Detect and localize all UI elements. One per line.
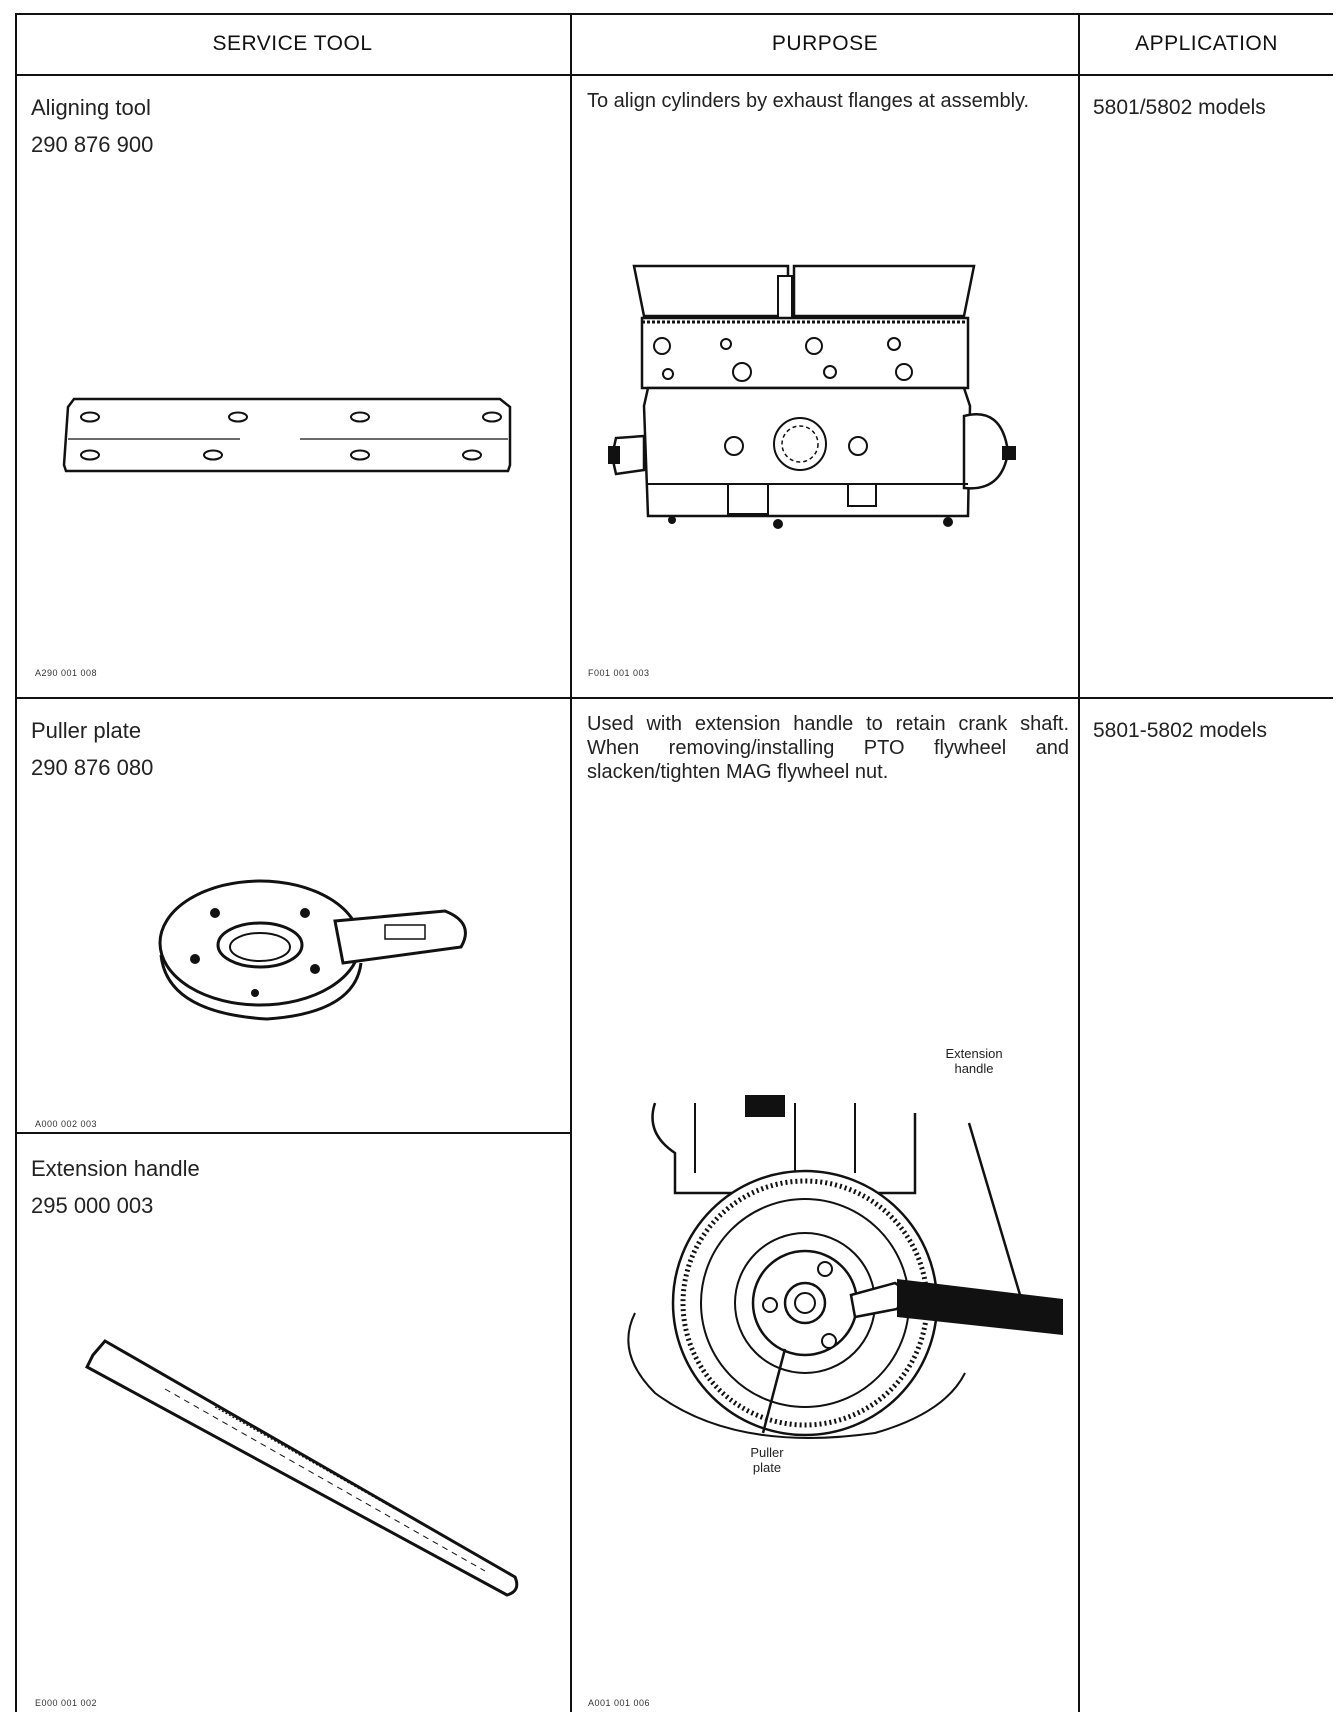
tool-name: Extension handle — [31, 1156, 200, 1181]
purpose-text: Used with extension handle to retain cra… — [587, 713, 1069, 783]
header-application: APPLICATION — [1135, 32, 1278, 55]
callout-extension-handle: Extension handle — [945, 1046, 1003, 1076]
puller-plate-illustration — [158, 879, 467, 1021]
header-service-tool: SERVICE TOOL — [212, 32, 373, 55]
application-text: 5801/5802 models — [1093, 96, 1266, 119]
part-number: 295 000 003 — [31, 1193, 154, 1218]
engine-cylinders-illustration — [608, 264, 1016, 529]
figure-id: E000 001 002 — [35, 1698, 98, 1708]
callout-puller-plate: Puller plate — [750, 1445, 784, 1475]
row1-bottom-border — [15, 697, 1333, 699]
flywheel-illustration — [627, 1095, 1063, 1439]
extension-handle-illustration — [85, 1339, 519, 1597]
figure-id: F001 001 003 — [588, 668, 650, 678]
row2-bottom-border — [15, 1132, 570, 1134]
part-number: 290 876 900 — [31, 132, 154, 157]
tool-name: Puller plate — [31, 718, 142, 743]
table-left-border — [15, 13, 17, 1712]
figure-id: A001 001 006 — [588, 1698, 651, 1708]
tool-name: Aligning tool — [31, 95, 151, 120]
header-bottom-border — [15, 74, 1333, 76]
column-divider-2 — [1078, 13, 1080, 1712]
table-top-border — [15, 13, 1333, 15]
part-number: 290 876 080 — [31, 755, 154, 780]
header-purpose: PURPOSE — [771, 32, 879, 55]
aligning-tool-illustration — [62, 397, 512, 473]
figure-id: A000 002 003 — [35, 1119, 98, 1129]
service-tools-table: SERVICE TOOL PURPOSE APPLICATION Alignin… — [15, 13, 1333, 1712]
column-divider-1 — [570, 13, 572, 1712]
application-text: 5801-5802 models — [1093, 719, 1267, 742]
purpose-text: To align cylinders by exhaust flanges at… — [587, 90, 1030, 112]
figure-id: A290 001 008 — [35, 668, 98, 678]
